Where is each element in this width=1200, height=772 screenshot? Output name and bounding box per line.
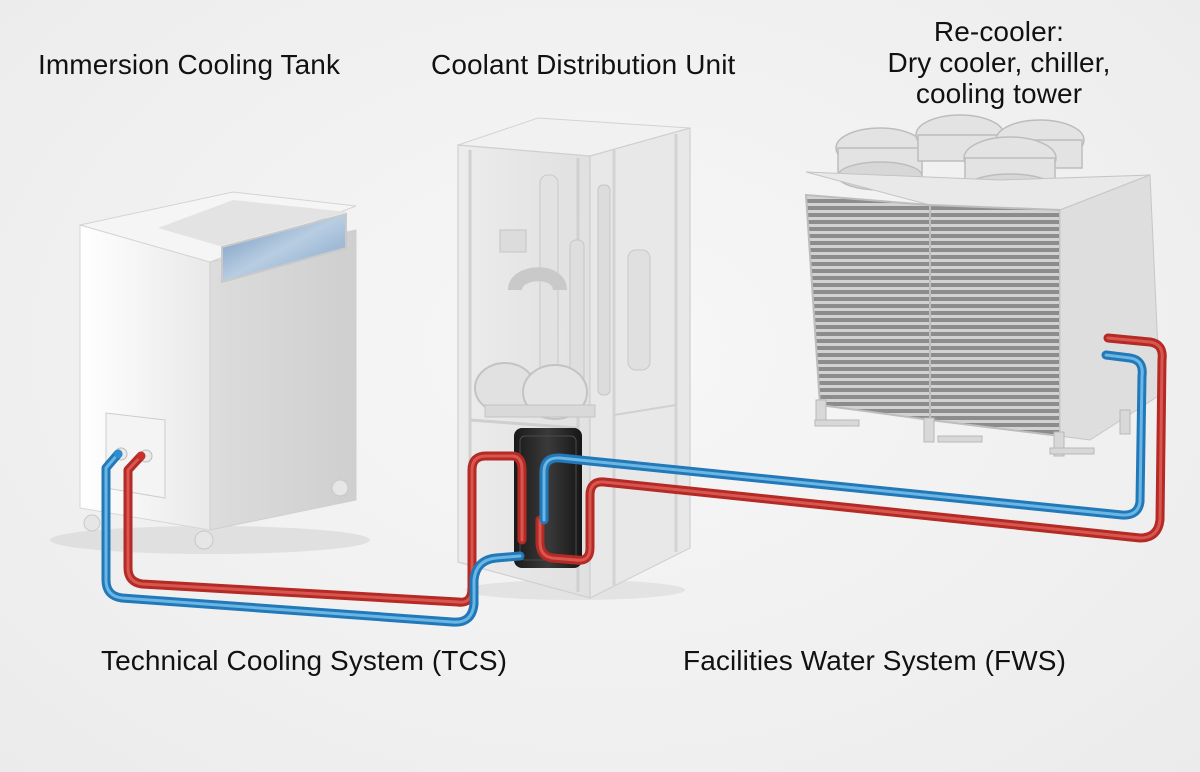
- tank-hot-port: [137, 452, 145, 460]
- immersion-tank-label: Immersion Cooling Tank: [38, 49, 341, 80]
- tank-cold-port: [114, 450, 122, 458]
- tcs-pipes: [101, 449, 527, 627]
- fws-pipes: [535, 333, 1167, 565]
- recooler-label: Re-cooler: Dry cooler, chiller, cooling …: [858, 16, 1140, 109]
- immersion-tank-illustration: [50, 191, 370, 554]
- cdu-label: Coolant Distribution Unit: [431, 49, 736, 80]
- tcs-label: Technical Cooling System (TCS): [101, 645, 508, 676]
- recooler-label-line3: cooling tower: [915, 78, 1083, 109]
- recooler-label-line2: Dry cooler, chiller,: [887, 47, 1111, 78]
- recooler-illustration: [804, 114, 1161, 457]
- recooler-label-line1: Re-cooler:: [933, 16, 1065, 47]
- fws-label: Facilities Water System (FWS): [683, 645, 1066, 676]
- cdu-cabinet-illustration: [457, 117, 691, 600]
